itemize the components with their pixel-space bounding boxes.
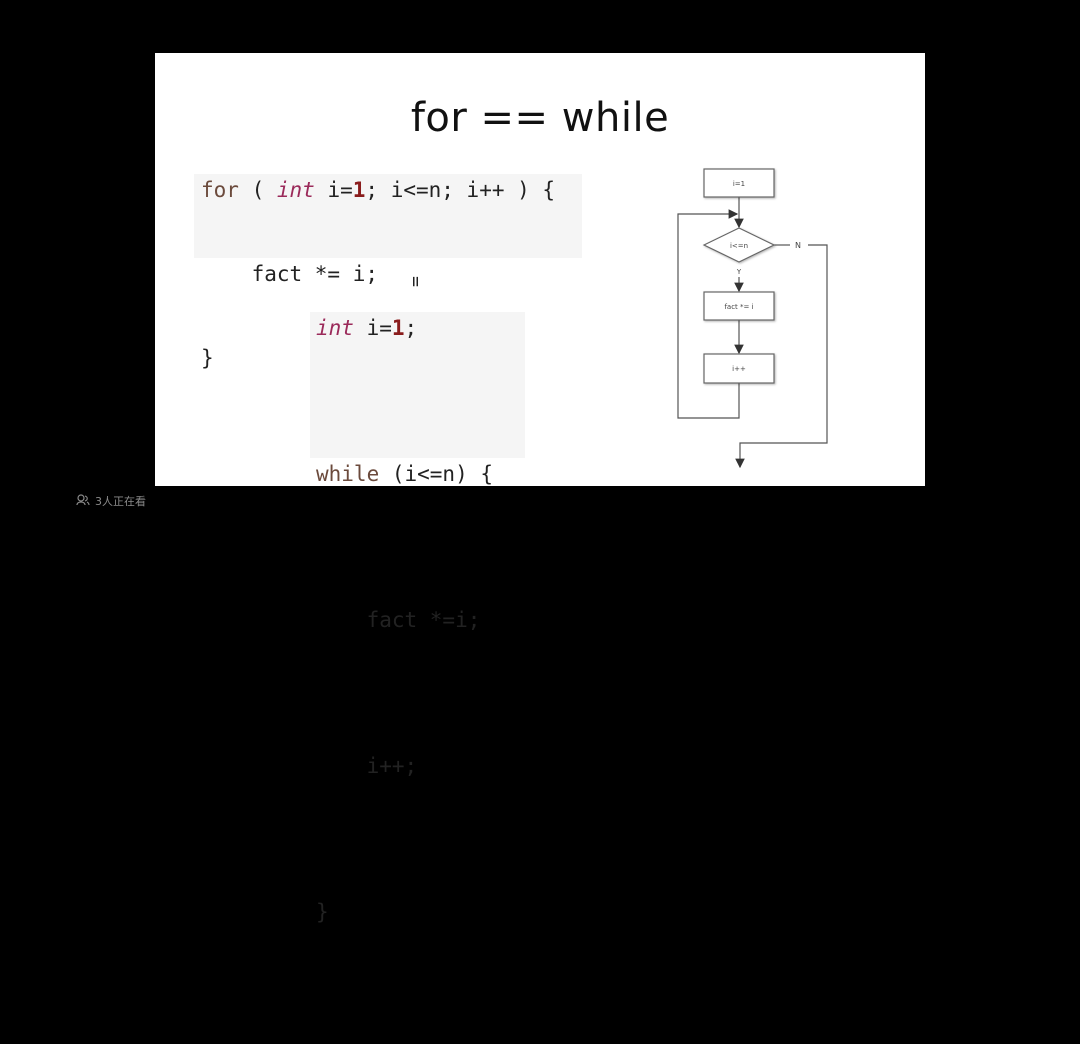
viewer-count-text: 3人正在看 (95, 495, 146, 508)
body-label: fact *= i (724, 303, 753, 311)
code-token: i= (314, 178, 353, 202)
code-line: } (201, 345, 582, 429)
loop-back-arrow (677, 209, 740, 419)
no-label: N (795, 241, 801, 250)
code-token: int (316, 316, 354, 340)
body-box (703, 291, 775, 321)
slide-title: for == while (410, 95, 670, 141)
code-token: fact *= i; (201, 262, 379, 286)
code-line: fact *=i; (316, 606, 525, 752)
while-loop-code-block: int i=1;while (i<=n) { fact *=i; i++;} (310, 312, 525, 924)
people-icon (76, 493, 90, 509)
increment-label: i++ (732, 365, 746, 373)
code-token: int (276, 178, 315, 202)
code-token: 1 (391, 316, 405, 340)
code-token: (i<=n) { (379, 462, 494, 486)
code-token: for (201, 178, 239, 202)
code-token: } (201, 346, 214, 370)
init-box (703, 168, 775, 198)
exit-arrow (735, 244, 828, 469)
code-line: while (i<=n) { (316, 460, 525, 606)
code-token: ( (238, 178, 277, 202)
code-token: while (316, 462, 380, 486)
code-line: for ( int i=1; i<=n; i++ ) { (201, 177, 582, 261)
condition-diamond (702, 227, 776, 263)
code-line: i++; (316, 752, 525, 898)
flowchart: i=1 i<=n fact *= i i++ Y N (677, 168, 828, 469)
slide: for == while for ( int i=1; i<=n; i++ ) … (155, 53, 925, 924)
code-token: } (316, 900, 329, 924)
code-token: ; i<=n; i++ ) { (365, 178, 556, 202)
code-line: } (316, 898, 525, 1044)
code-token: ; (404, 316, 418, 340)
condition-label: i<=n (730, 242, 748, 250)
yes-label: Y (736, 268, 742, 276)
viewer-count: 3人正在看 (76, 493, 146, 509)
code-line: fact *= i; (201, 261, 582, 345)
for-loop-code-block: for ( int i=1; i<=n; i++ ) { fact *= i;} (194, 174, 582, 370)
code-token: fact *=i; (316, 608, 481, 632)
increment-box (703, 353, 775, 384)
init-label: i=1 (733, 180, 745, 188)
code-token: i= (353, 316, 392, 340)
code-token: 1 (352, 178, 366, 202)
code-line: int i=1; (316, 314, 525, 460)
code-token: i++; (316, 754, 418, 778)
